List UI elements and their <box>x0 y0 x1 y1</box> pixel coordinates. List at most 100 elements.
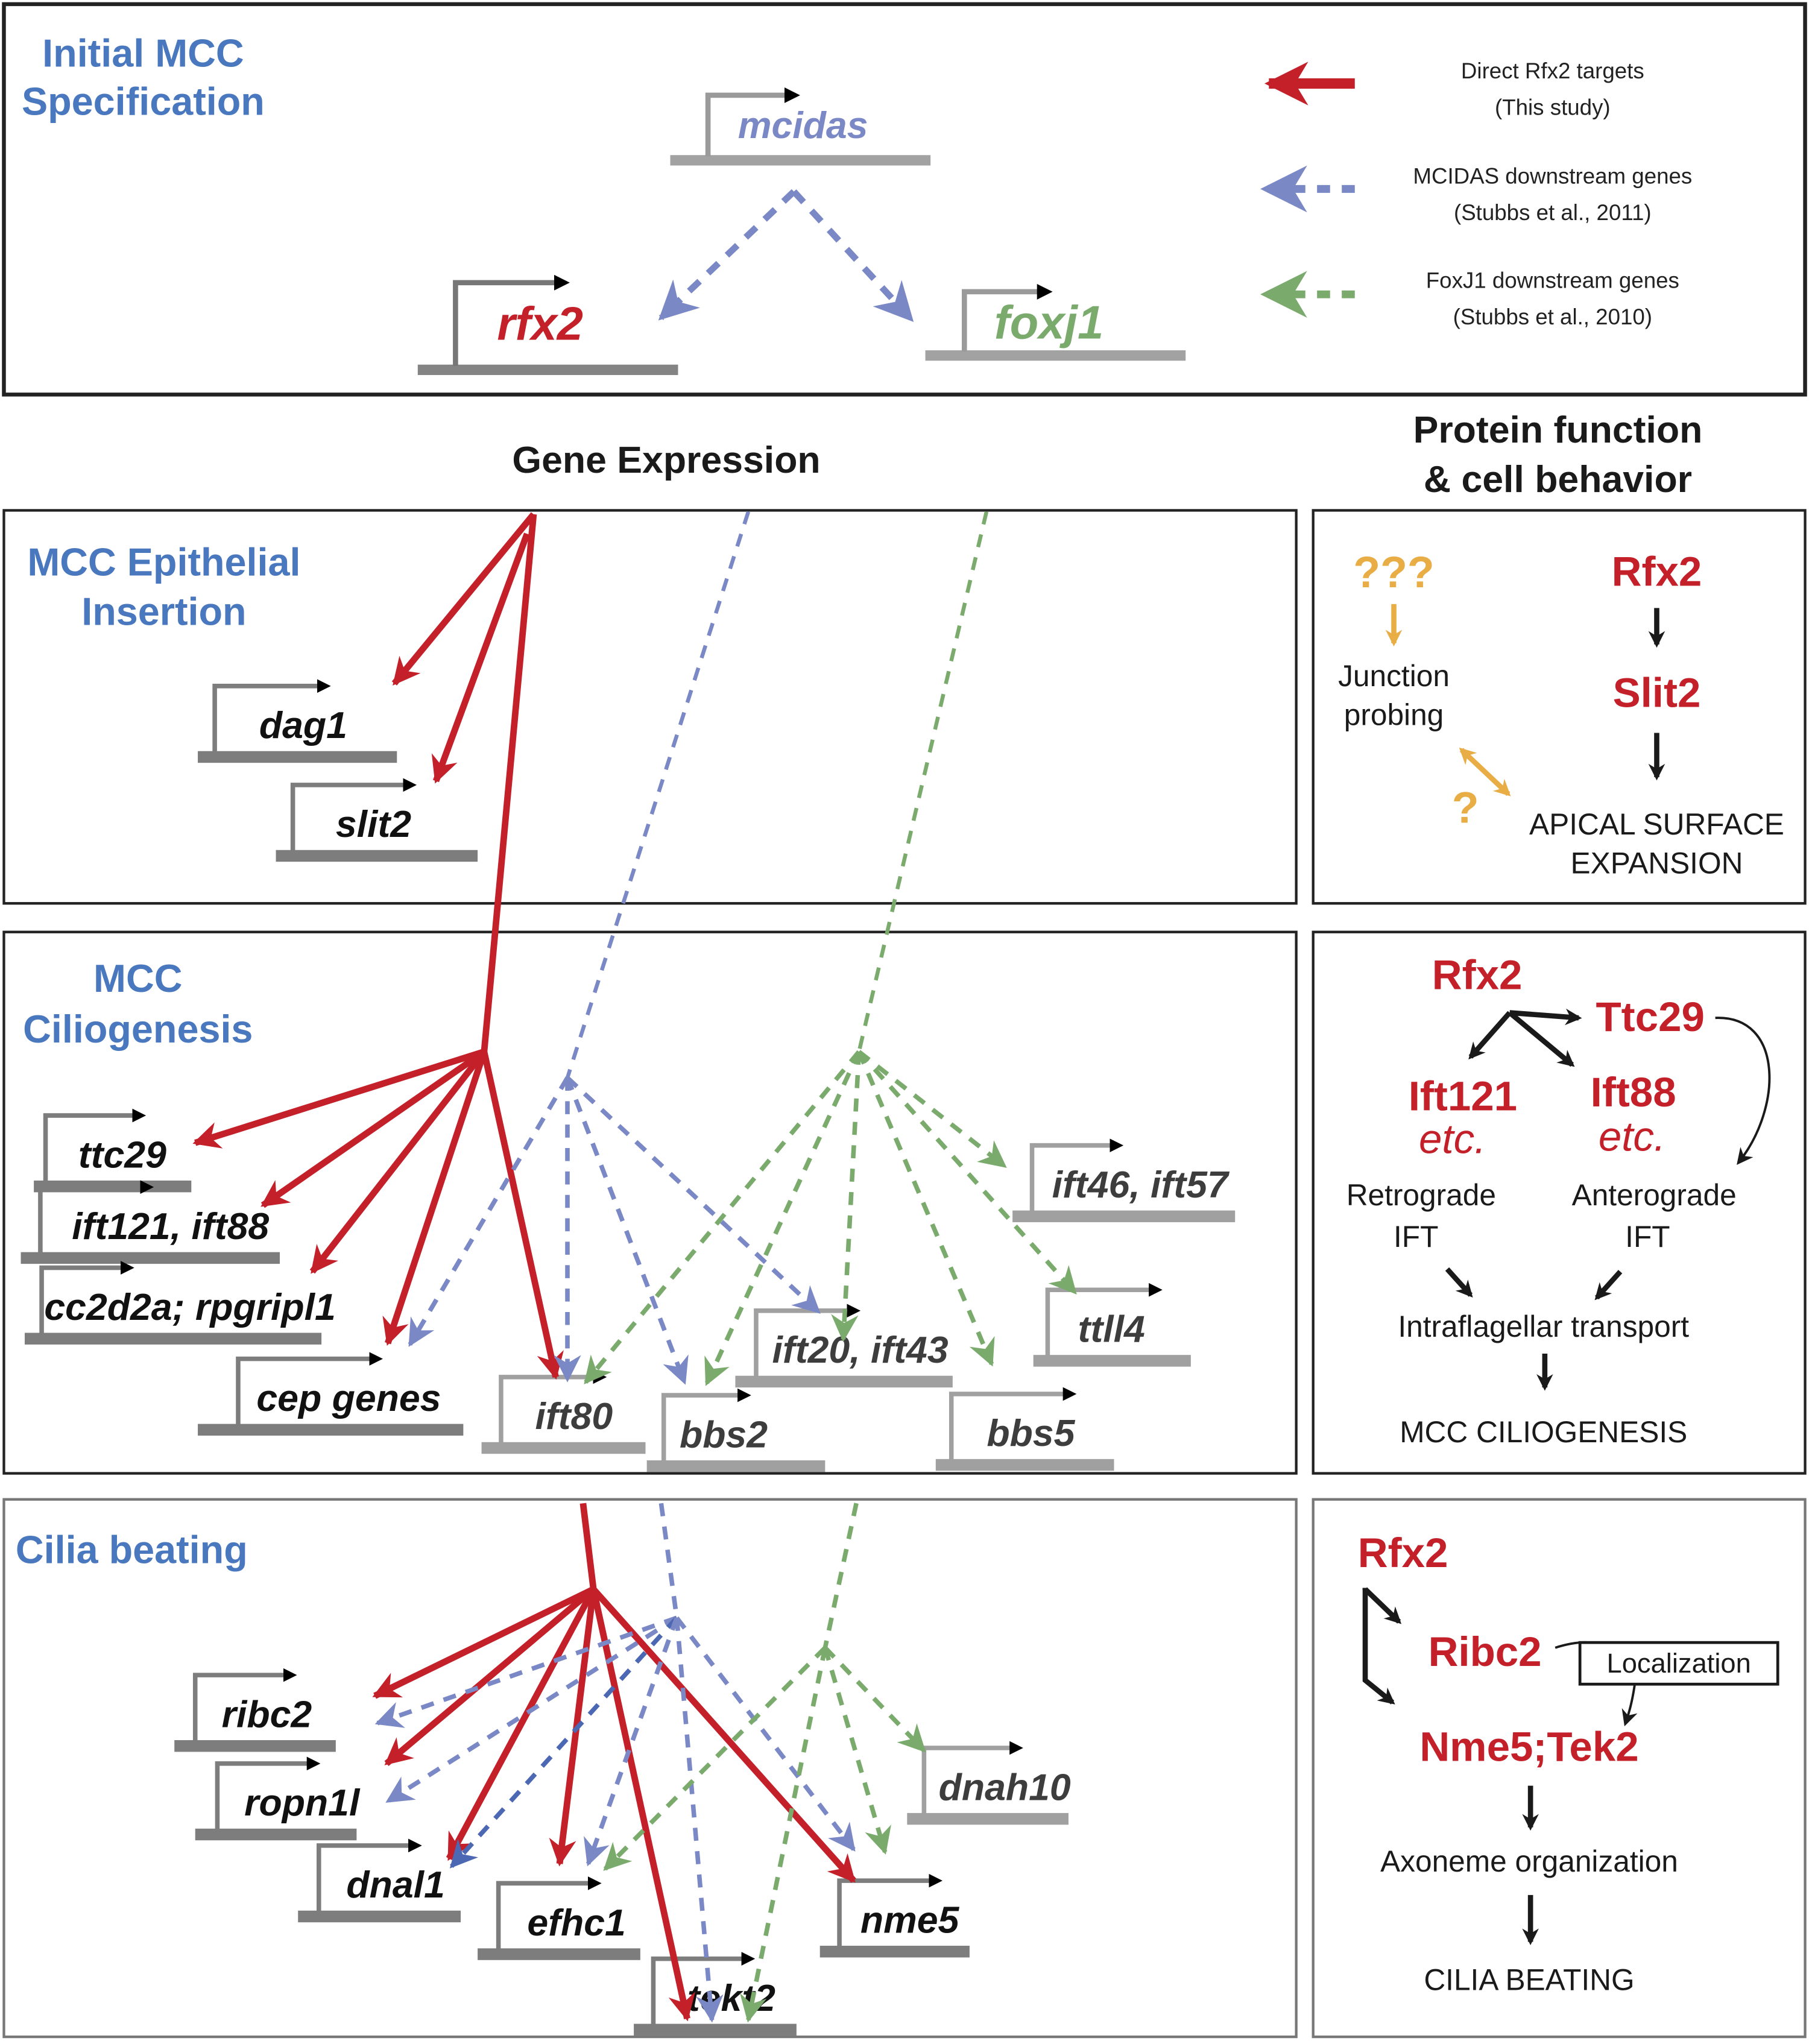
arrow-rfx2-to-ift88 <box>1508 1011 1575 1067</box>
promoter-arrow-icon <box>290 778 417 851</box>
gene-mcidas: mcidas <box>670 87 931 166</box>
arrow-mcidas-to-foxj1 <box>791 189 914 322</box>
regulatory-edges <box>192 512 1077 2023</box>
gene-nme5: nme5 <box>819 1873 970 1958</box>
gene-ift121-ift88: ift121, ift88 <box>21 1180 280 1264</box>
protein-epithelial: ??? Junction probing ? Rfx2 Slit2 APICAL… <box>1338 547 1784 880</box>
rfx2-direct-target-arrow <box>384 1586 596 1766</box>
foxj1-trunk <box>857 511 989 1053</box>
gene-dnah10: dnah10 <box>907 1741 1071 1825</box>
gene-body <box>907 1812 1069 1825</box>
foxj1-downstream-arrow <box>857 1050 1007 1169</box>
gene-ttll4: ttll4 <box>1033 1282 1191 1367</box>
gene-ropn1l: ropn1l <box>195 1756 361 1841</box>
protein-ift121: Ift121 <box>1409 1072 1517 1119</box>
foxj1-downstream-arrow <box>857 1050 1077 1295</box>
apical-surface-expansion: APICAL SURFACE <box>1529 807 1784 841</box>
gene-ift80: ift80 <box>481 1370 646 1454</box>
arrow-ttc29-to-anterograde <box>1715 1017 1771 1166</box>
gene-label: dag1 <box>259 704 347 746</box>
protein-function-heading: & cell behavior <box>1424 458 1692 500</box>
protein-function-heading: Protein function <box>1413 409 1703 451</box>
gene-label: cep genes <box>256 1377 441 1419</box>
gene-body <box>646 1460 826 1472</box>
gene-label: nme5 <box>860 1899 960 1941</box>
rfx2-direct-target-arrow <box>391 512 537 686</box>
protein-slit2: Slit2 <box>1613 669 1701 716</box>
legend-label: (This study) <box>1495 95 1611 119</box>
foxj1-downstream-arrow <box>740 1647 828 2023</box>
rfx2-direct-target-arrow <box>260 1049 486 1208</box>
gene-body <box>1012 1210 1236 1223</box>
foxj1-downstream-arrow <box>856 1050 995 1367</box>
gene-body <box>198 751 397 763</box>
gene-label: ttll4 <box>1078 1308 1145 1351</box>
foxj1-downstream-arrow <box>584 1050 861 1384</box>
protein-ift88: Ift88 <box>1591 1068 1676 1115</box>
promoter-arrow-icon <box>215 1756 321 1830</box>
promoter-arrow-icon <box>949 1387 1077 1460</box>
legend-label: Direct Rfx2 targets <box>1461 58 1644 83</box>
legend: Direct Rfx2 targets (This study) MCIDAS … <box>1260 58 1692 329</box>
legend-label: (Stubbs et al., 2010) <box>1453 304 1652 329</box>
arrow-rfx2-to-ribc2 <box>1362 1587 1402 1624</box>
retrograde-ift: Retrograde <box>1346 1178 1496 1212</box>
gene-label: rfx2 <box>497 298 583 350</box>
cilia-beating-protein-panel <box>1312 1498 1807 2039</box>
arrow-retro-to-transport <box>1445 1267 1473 1298</box>
section-title: MCC Epithelial <box>27 540 300 584</box>
bidirectional-unknown-arrow <box>1459 747 1511 796</box>
protein-ribc2: Ribc2 <box>1429 1628 1542 1675</box>
gene-dnal1: dnal1 <box>298 1838 461 1923</box>
gene-label: ift46, ift57 <box>1052 1164 1230 1206</box>
promoter-arrow-icon <box>39 1261 134 1334</box>
foxj1-downstream-arrow <box>831 1052 862 1342</box>
promoter-arrow-icon <box>192 1668 297 1742</box>
promoter-arrow-icon <box>38 1180 154 1254</box>
gene-ribc2: ribc2 <box>174 1668 336 1752</box>
mcidas-downstream-arrow <box>584 1617 679 1867</box>
rfx2-direct-target-arrow <box>591 1587 856 1883</box>
mcidas-downstream-arrow <box>449 1616 679 1869</box>
mcc-ciliogenesis-outcome: MCC CILIOGENESIS <box>1400 1415 1687 1449</box>
legend-label: MCIDAS downstream genes <box>1413 164 1692 189</box>
gene-label: slit2 <box>336 803 411 845</box>
section-title: Insertion <box>81 589 246 633</box>
promoter-arrow-icon <box>661 1388 751 1462</box>
section-title: MCC <box>93 956 182 1000</box>
foxj1-downstream-arrow <box>823 1646 926 1753</box>
arrow-rfx2-to-ift121 <box>1468 1011 1512 1060</box>
legend-item-mcidas: MCIDAS downstream genes (Stubbs et al., … <box>1260 164 1692 225</box>
gene-tekt2: tekt2 <box>634 1952 797 2036</box>
promoter-arrow-icon <box>212 679 331 752</box>
arrow-mcidas-to-rfx2 <box>658 189 797 321</box>
promoter-arrow-icon <box>1045 1282 1163 1357</box>
gene-body <box>935 1459 1114 1471</box>
rfx2-trunk-beating <box>579 1503 597 1590</box>
ciliogenesis-protein-panel <box>1312 930 1807 1475</box>
gene-label: ropn1l <box>244 1782 361 1824</box>
legend-label: FoxJ1 downstream genes <box>1426 268 1679 292</box>
gene-body <box>198 1424 464 1436</box>
etc-label: etc. <box>1419 1115 1486 1162</box>
mcidas-downstream-arrow <box>675 1616 856 1852</box>
mcidas-downstream-arrow <box>674 1617 724 2023</box>
gene-expression-heading: Gene Expression <box>512 439 820 481</box>
arrow-rfx2-to-nme5 <box>1362 1588 1395 1705</box>
axoneme-organization: Axoneme organization <box>1380 1844 1678 1878</box>
gene-label: tekt2 <box>687 1977 775 2019</box>
arrow-localization-to-nme5 <box>1621 1685 1638 1727</box>
unknown-link-question: ? <box>1452 783 1479 832</box>
apical-surface-expansion: EXPANSION <box>1571 847 1743 880</box>
legend-label: (Stubbs et al., 2011) <box>1454 200 1652 225</box>
gene-cep-genes: cep genes <box>198 1352 464 1436</box>
initial-specification: Initial MCC Specification mcidas rfx2 fo… <box>22 31 1186 375</box>
localization-box <box>1578 1641 1779 1686</box>
protein-rfx2: Rfx2 <box>1358 1529 1448 1576</box>
foxj1-downstream-arrow <box>603 1646 827 1871</box>
gene-label: bbs5 <box>987 1412 1075 1454</box>
mcidas-trunk <box>565 511 751 1079</box>
rfx2-direct-target-arrow <box>431 532 531 784</box>
gene-ift46-ift57: ift46, ift57 <box>1012 1138 1236 1223</box>
